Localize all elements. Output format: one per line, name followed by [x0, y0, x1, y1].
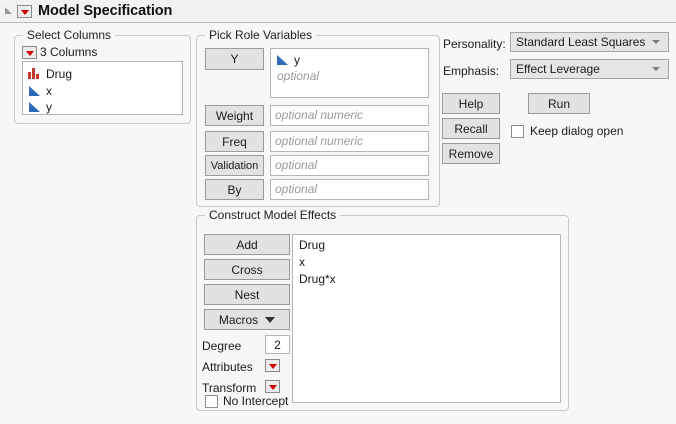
red-dropdown-icon[interactable]	[22, 45, 37, 59]
emphasis-label: Emphasis:	[443, 64, 500, 78]
list-item[interactable]: Drug*x	[299, 272, 336, 286]
emphasis-select[interactable]: Effect Leverage	[510, 59, 669, 79]
attributes-dropdown-icon[interactable]	[265, 359, 280, 372]
construct-model-effects-panel: Construct Model Effects	[196, 208, 569, 411]
keep-dialog-open-label: Keep dialog open	[530, 124, 624, 138]
personality-value: Standard Least Squares	[516, 35, 646, 49]
pick-role-variables-label: Pick Role Variables	[205, 28, 317, 42]
y-role-placeholder: optional	[277, 69, 320, 83]
by-role-dropzone[interactable]: optional	[270, 179, 429, 200]
select-columns-panel: Select Columns	[14, 28, 191, 124]
freq-role-dropzone[interactable]: optional numeric	[270, 131, 429, 152]
validation-role-dropzone[interactable]: optional	[270, 155, 429, 176]
cross-effect-button[interactable]: Cross	[204, 259, 290, 280]
by-role-button[interactable]: By	[205, 179, 264, 200]
disclosure-triangle-icon[interactable]	[3, 0, 15, 22]
validation-role-placeholder: optional	[275, 158, 318, 172]
list-item[interactable]: x	[28, 82, 52, 99]
weight-role-button[interactable]: Weight	[205, 105, 264, 126]
construct-model-effects-label: Construct Model Effects	[205, 208, 341, 222]
pick-role-variables-panel: Pick Role Variables	[196, 28, 440, 207]
freq-role-placeholder: optional numeric	[275, 134, 364, 148]
recall-button[interactable]: Recall	[442, 118, 500, 139]
no-intercept-checkbox[interactable]	[205, 395, 218, 408]
continuous-triangle-icon	[28, 85, 41, 96]
page-title: Model Specification	[38, 3, 173, 19]
columns-count-row[interactable]: 3 Columns	[22, 45, 97, 59]
degree-label: Degree	[202, 339, 242, 353]
column-name: x	[46, 83, 52, 98]
freq-role-button[interactable]: Freq	[205, 131, 264, 152]
personality-label: Personality:	[443, 37, 506, 51]
y-role-value: y	[294, 52, 300, 67]
list-item[interactable]: x	[299, 255, 305, 269]
macros-label: Macros	[218, 312, 259, 327]
no-intercept-label: No Intercept	[223, 394, 289, 408]
emphasis-value: Effect Leverage	[516, 62, 600, 76]
add-effect-button[interactable]: Add	[204, 234, 290, 255]
chevron-down-icon	[265, 316, 276, 323]
list-item[interactable]: Drug	[28, 65, 72, 82]
columns-count-label: 3 Columns	[40, 45, 98, 59]
run-button[interactable]: Run	[528, 93, 590, 114]
validation-role-button[interactable]: Validation	[205, 155, 264, 176]
dialog-titlebar: Model Specification	[0, 0, 676, 23]
continuous-triangle-icon	[28, 101, 41, 112]
model-effects-listbox[interactable]: Drug x Drug*x	[292, 234, 561, 403]
help-button[interactable]: Help	[442, 93, 500, 114]
nest-effect-button[interactable]: Nest	[204, 284, 290, 305]
nominal-bars-icon	[28, 68, 41, 79]
chevron-down-icon	[652, 40, 660, 44]
transform-dropdown-icon[interactable]	[265, 380, 280, 393]
red-dropdown-icon[interactable]	[17, 4, 32, 18]
list-item[interactable]: Drug	[299, 238, 326, 252]
keep-dialog-open-checkbox[interactable]	[511, 125, 524, 138]
select-columns-label: Select Columns	[23, 28, 116, 42]
weight-role-placeholder: optional numeric	[275, 108, 364, 122]
y-role-value-row[interactable]: y	[276, 51, 300, 68]
macros-menu-button[interactable]: Macros	[204, 309, 290, 330]
list-item[interactable]: y	[28, 98, 52, 114]
personality-select[interactable]: Standard Least Squares	[510, 32, 669, 52]
y-role-button[interactable]: Y	[205, 48, 264, 70]
attributes-label: Attributes	[202, 360, 253, 374]
column-name: y	[46, 99, 52, 114]
degree-input[interactable]: 2	[265, 335, 290, 354]
transform-label: Transform	[202, 381, 257, 395]
weight-role-dropzone[interactable]: optional numeric	[270, 105, 429, 126]
column-name: Drug	[46, 66, 73, 81]
y-role-dropzone[interactable]: y optional	[270, 48, 429, 98]
remove-button[interactable]: Remove	[442, 143, 500, 164]
columns-listbox[interactable]: Drug x y	[22, 61, 183, 115]
by-role-placeholder: optional	[275, 182, 318, 196]
chevron-down-icon	[652, 67, 660, 71]
continuous-triangle-icon	[276, 54, 289, 65]
